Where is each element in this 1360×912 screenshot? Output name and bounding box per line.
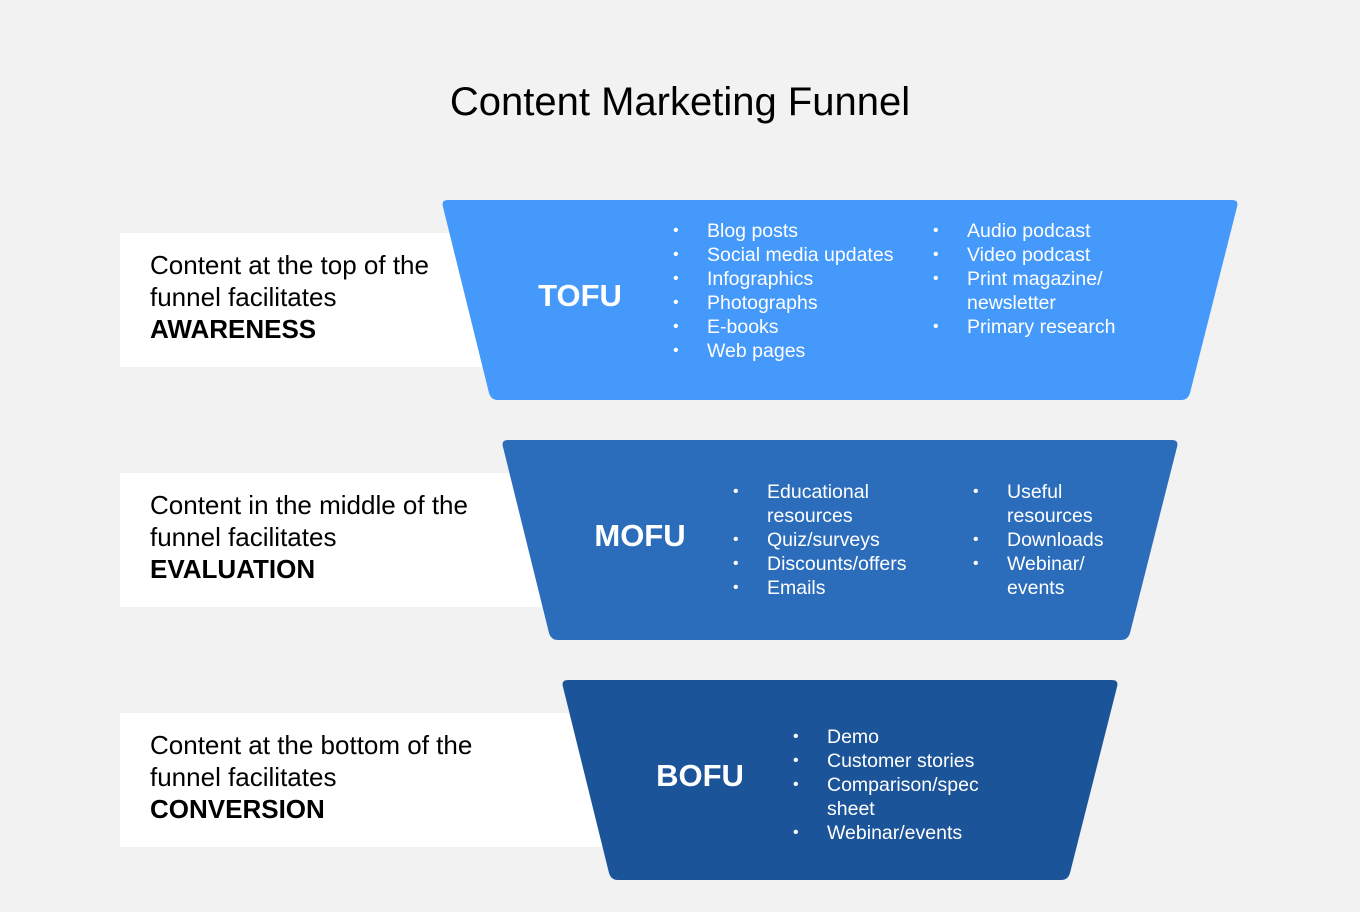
- content-type-item: E-books: [673, 315, 906, 339]
- diagram-title: Content Marketing Funnel: [449, 80, 911, 124]
- mofu-list-1: Educational resourcesQuiz/surveysDiscoun…: [733, 480, 942, 600]
- content-type-item: Discounts/offers: [733, 552, 942, 576]
- bofu-description: Content at the bottom of the funnel faci…: [120, 713, 620, 847]
- content-type-item: Webinar/ events: [973, 552, 1117, 600]
- tofu-list-2: Audio podcastVideo podcastPrint magazine…: [933, 219, 1126, 339]
- bofu-label: BOFU: [656, 758, 744, 793]
- mofu-goal: EVALUATION: [150, 554, 316, 584]
- content-type-item: Audio podcast: [933, 219, 1126, 243]
- bofu-list-1: DemoCustomer storiesComparison/spec shee…: [793, 725, 1002, 845]
- bofu-goal: CONVERSION: [150, 794, 325, 824]
- content-type-item: Educational resources: [733, 480, 942, 528]
- content-type-item: Blog posts: [673, 219, 906, 243]
- content-type-item: Demo: [793, 725, 1002, 749]
- tofu-description-text: Content at the top of the funnel facilit…: [150, 250, 429, 312]
- bofu-description-text: Content at the bottom of the funnel faci…: [150, 730, 473, 792]
- content-type-item: Downloads: [973, 528, 1117, 552]
- content-type-item: Infographics: [673, 267, 906, 291]
- mofu-description-text: Content in the middle of the funnel faci…: [150, 490, 468, 552]
- content-type-item: Print magazine/ newsletter: [933, 267, 1126, 315]
- content-type-item: Primary research: [933, 315, 1126, 339]
- tofu-list-1: Blog postsSocial media updatesInfographi…: [673, 219, 906, 363]
- content-type-item: Useful resources: [973, 480, 1117, 528]
- mofu-label: MOFU: [594, 518, 686, 553]
- content-type-item: Emails: [733, 576, 942, 600]
- content-type-item: Webinar/events: [793, 821, 1002, 845]
- content-type-item: Quiz/surveys: [733, 528, 942, 552]
- mofu-description: Content in the middle of the funnel faci…: [120, 473, 600, 607]
- content-type-item: Web pages: [673, 339, 906, 363]
- content-type-item: Comparison/spec sheet: [793, 773, 1002, 821]
- tofu-goal: AWARENESS: [150, 314, 317, 344]
- tofu-label: TOFU: [538, 278, 622, 313]
- mofu-list-2: Useful resourcesDownloadsWebinar/ events: [973, 480, 1117, 600]
- content-type-item: Photographs: [673, 291, 906, 315]
- content-type-item: Video podcast: [933, 243, 1126, 267]
- content-type-item: Social media updates: [673, 243, 906, 267]
- content-type-item: Customer stories: [793, 749, 1002, 773]
